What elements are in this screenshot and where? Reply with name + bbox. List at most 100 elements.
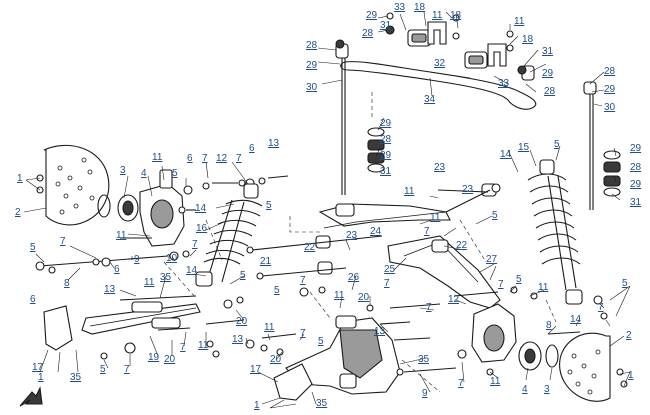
callout: 28: [604, 66, 616, 77]
trailing-arm-left: [81, 301, 201, 335]
callout: 5: [516, 274, 522, 285]
callout: 7: [180, 342, 186, 353]
callout: 28: [362, 28, 374, 39]
callout: 11: [144, 277, 155, 288]
callout: 6: [187, 153, 193, 164]
callout: 29: [542, 68, 554, 79]
callout: 22: [304, 242, 316, 253]
callout: 7: [458, 378, 464, 389]
callout: 8: [64, 278, 70, 289]
callout: 11: [514, 16, 525, 27]
callout: 11: [198, 340, 209, 351]
brake-caliper-bracket-left: [43, 305, 73, 351]
lower-trailing-arm: [285, 315, 401, 395]
right-hub-hardware: [453, 286, 628, 388]
callout: 11: [116, 230, 127, 241]
callout: 10: [166, 253, 178, 264]
callout: 11: [334, 290, 345, 301]
callout: 13: [104, 284, 116, 295]
callout: 5: [622, 278, 628, 289]
callout: 5: [100, 364, 106, 375]
callout: 19: [148, 352, 160, 363]
callout: 15: [518, 142, 530, 153]
callout: 11: [538, 282, 549, 293]
callout: 27: [486, 254, 498, 265]
callout: 1: [628, 370, 634, 381]
callout: 29: [380, 150, 392, 161]
callout: 29: [630, 143, 642, 154]
callout: 13: [268, 138, 280, 149]
callout: 11: [264, 322, 275, 333]
callout: 7: [60, 236, 66, 247]
callout: 11: [152, 152, 163, 163]
callout: 6: [249, 143, 255, 154]
callout: 7: [598, 302, 604, 313]
callout: 14: [195, 203, 207, 214]
callout: 7: [202, 153, 208, 164]
sway-bar-bushing-right: [464, 51, 488, 69]
callout-labels: 1 2 3 4 11 5 6 7 12 7 6 13 14 16 5 11 5 …: [15, 2, 642, 411]
link-bushing-stack-right: [603, 150, 621, 197]
callout: 18: [414, 2, 426, 13]
callout: 3: [544, 384, 550, 395]
callout: 7: [300, 275, 306, 286]
callout: 17: [250, 364, 262, 375]
callout: 29: [630, 179, 642, 190]
callout: 6: [30, 294, 36, 305]
callout: 8: [546, 320, 552, 331]
brake-disc-left: [43, 144, 110, 226]
callout: 20: [358, 292, 370, 303]
callout: 34: [424, 94, 436, 105]
callout: 1: [17, 173, 23, 184]
callout: 3: [120, 165, 126, 176]
callout: 14: [570, 314, 582, 325]
callout: 5: [318, 336, 324, 347]
callout: 18: [450, 10, 462, 21]
callout: 25: [384, 264, 396, 275]
callout: 32: [434, 58, 446, 69]
callout: 16: [196, 223, 208, 234]
callout: 30: [306, 82, 318, 93]
callout: 7: [192, 239, 198, 250]
callout: 24: [370, 226, 382, 237]
callout: 31: [380, 20, 392, 31]
callout: 23: [434, 162, 446, 173]
callout: 12: [448, 294, 460, 305]
callout: 13: [232, 334, 244, 345]
callout: 26: [348, 272, 360, 283]
brake-caliper-bracket-center: [273, 363, 313, 401]
callout: 35: [316, 398, 328, 409]
callout: 13: [374, 326, 386, 337]
callout: 14: [186, 265, 198, 276]
callout: 2: [15, 207, 21, 218]
callout: 22: [456, 240, 468, 251]
callout: 30: [604, 102, 616, 113]
callout: 29: [366, 10, 378, 21]
bushing-clamp-left: [427, 21, 447, 45]
callout: 33: [394, 2, 406, 13]
callout: 7: [124, 364, 130, 375]
sway-bar-bushing-left: [407, 29, 431, 47]
callout: 14: [500, 149, 512, 160]
end-link-left: [335, 43, 349, 195]
sway-bar-hardware: [335, 12, 527, 75]
callout: 5: [172, 168, 178, 179]
callout: 5: [492, 210, 498, 221]
callout: 35: [160, 272, 172, 283]
callout: 17: [32, 362, 44, 373]
callout: 7: [498, 279, 504, 290]
long-bolt-lower: [246, 235, 383, 280]
callout: 9: [134, 254, 140, 265]
callout: 7: [236, 153, 242, 164]
steering-knuckle-right: [471, 303, 517, 363]
callout: 7: [384, 278, 390, 289]
callout: 35: [70, 372, 82, 383]
callout: 28: [544, 86, 556, 97]
callout: 7: [424, 226, 430, 237]
callout: 7: [426, 302, 432, 313]
callout: 29: [604, 84, 616, 95]
callout: 2: [626, 330, 632, 341]
callout: 29: [380, 118, 392, 129]
